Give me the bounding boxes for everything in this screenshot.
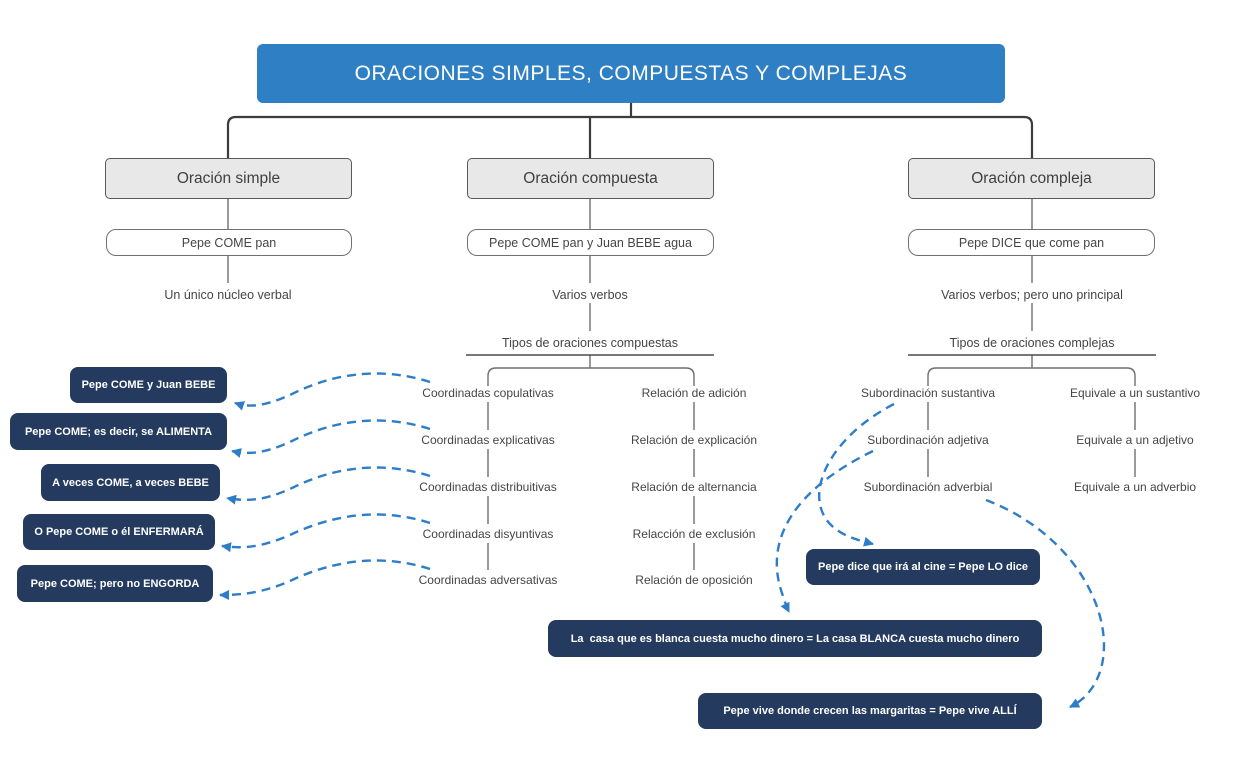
type-item-distribuitivas: Coordinadas distribuitivas [419,480,557,494]
compound-example-explicativas: Pepe COME; es decir, se ALIMENTA [10,413,227,450]
description-compuesta: Varios verbos [552,288,628,302]
branch-header-simple: Oración simple [105,158,352,199]
dashed-arrow-adverbial [985,498,1106,709]
complex-example-sustantiva: Pepe dice que irá al cine = Pepe LO dice [806,549,1040,585]
example-node-simple: Pepe COME pan [106,229,352,256]
relation-item-exclusion: Relacción de exclusión [632,527,756,541]
type-item-copulativas: Coordinadas copulativas [422,386,554,400]
relation-item-adicion: Relación de adición [641,386,747,400]
type-item-adjetiva: Subordinación adjetiva [867,433,989,447]
connector-bracket-compleja [927,367,1136,386]
example-node-compuesta: Pepe COME pan y Juan BEBE agua [467,229,714,256]
root-connectors [226,103,1034,158]
type-item-adverbial: Subordinación adverbial [863,480,993,494]
relation-item-adjetivo: Equivale a un adjetivo [1076,433,1194,447]
type-item-sustantiva: Subordinación sustantiva [860,386,996,400]
type-item-adversativas: Coordinadas adversativas [418,573,558,587]
relation-item-alternancia: Relación de alternancia [631,480,757,494]
branch-header-compuesta: Oración compuesta [467,158,714,199]
connector-bracket-compuesta [487,367,695,386]
compound-example-distribuitivas: A veces COME, a veces BEBE [41,464,220,501]
compound-example-copulativas: Pepe COME y Juan BEBE [70,367,227,403]
type-item-disyuntivas: Coordinadas disyuntivas [422,527,554,541]
description-compleja: Varios verbos; pero uno principal [941,288,1123,302]
complex-example-adjetiva: La casa que es blanca cuesta mucho diner… [548,620,1042,657]
root-node: ORACIONES SIMPLES, COMPUESTAS Y COMPLEJA… [257,44,1005,103]
dashed-arrow-sustantiva [818,402,895,547]
relation-item-oposicion: Relación de oposición [635,573,753,587]
compound-example-adversativas: Pepe COME; pero no ENGORDA [17,565,213,602]
relation-item-sustantivo: Equivale a un sustantivo [1069,386,1201,400]
relation-item-adverbio: Equivale a un adverbio [1073,480,1197,494]
connector-root-bracket [226,115,1034,158]
example-node-compleja: Pepe DICE que come pan [908,229,1155,256]
complex-example-adverbial: Pepe vive donde crecen las margaritas = … [698,693,1042,729]
description-simple: Un único núcleo verbal [164,288,292,302]
types-heading-compleja: Tipos de oraciones complejas [949,336,1115,350]
relation-item-explicacion: Relación de explicación [630,433,758,447]
branch-header-compleja: Oración compleja [908,158,1155,199]
type-item-explicativas: Coordinadas explicativas [421,433,555,447]
types-heading-compuesta: Tipos de oraciones compuestas [501,336,679,350]
compound-example-disyuntivas: O Pepe COME o él ENFERMARÁ [23,514,215,550]
